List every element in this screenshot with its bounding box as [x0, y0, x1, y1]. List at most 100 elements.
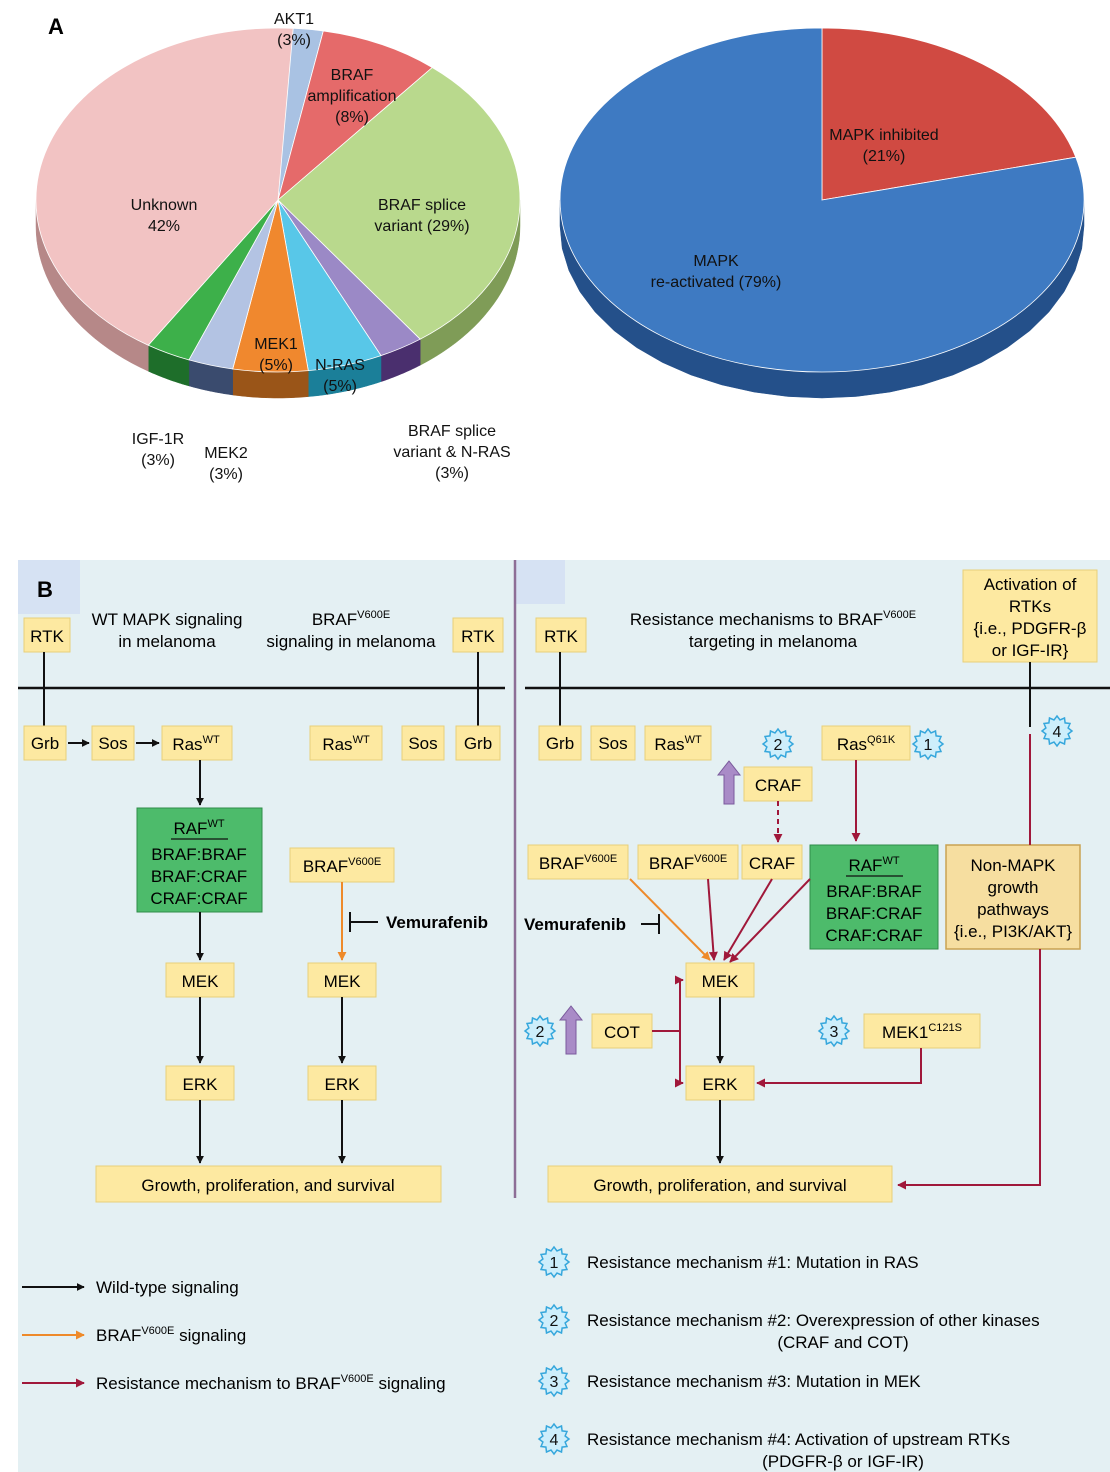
- legend-mechanism-1-line1: Resistance mechanism #1: Mutation in RAS: [587, 1253, 919, 1272]
- title-resistance-line1: Resistance mechanisms to BRAFV600E: [630, 609, 916, 629]
- ras-label-wt: RasWT: [172, 734, 220, 754]
- mek1-c121s-box: [863, 1013, 981, 1049]
- erk-label-braf: ERK: [325, 1075, 361, 1094]
- non-mapk-line2: growth: [987, 878, 1038, 897]
- rtk-box-braf: [452, 617, 504, 653]
- growth-label-right: Growth, proliferation, and survival: [593, 1176, 846, 1195]
- raf-wt-box-left: [136, 807, 263, 913]
- cot-label: COT: [604, 1023, 640, 1042]
- legend-badge-1-icon: 1: [537, 1245, 571, 1279]
- sos-label-wt: Sos: [98, 734, 127, 753]
- svg-text:1: 1: [924, 737, 933, 754]
- legend-badge-2-icon: 2: [537, 1303, 571, 1337]
- arrow-non-mapk-growth: [897, 949, 1041, 1190]
- mek-label-wt: MEK: [182, 972, 220, 991]
- sos-box-braf: [401, 725, 445, 761]
- growth-box-left: [95, 1165, 442, 1203]
- pie-label-unknown: 42%: [148, 218, 180, 235]
- rtk-label-wt: RTK: [30, 627, 64, 646]
- arrow-cot-erk: [674, 1031, 684, 1088]
- panel-a-label: A: [48, 14, 64, 39]
- non-mapk-line1: Non-MAPK: [970, 856, 1056, 875]
- braf-v600e-box-1: [527, 844, 629, 880]
- pie-label-braf-splice-variant-n-ras: BRAF splice: [408, 423, 496, 440]
- erk-box-wt: [165, 1065, 235, 1101]
- pie-label-braf-splice-variant: BRAF splice: [378, 197, 466, 214]
- badge-2-icon: 2: [761, 727, 795, 761]
- raf-left-line1: BRAF:BRAF: [151, 845, 246, 864]
- sos-box-resistance: [590, 725, 636, 761]
- pie-slice-braf-amplification: [277, 30, 433, 202]
- title-resistance-line2: targeting in melanoma: [689, 632, 858, 651]
- mek-label-braf: MEK: [324, 972, 362, 991]
- arrow-raf-mek-right: [729, 878, 811, 963]
- ras-q61k-label: RasQ61K: [837, 734, 896, 754]
- arrow-mek1-erk: [756, 1048, 922, 1088]
- craf-label-row: CRAF: [749, 854, 795, 873]
- pie-label-mapk-inhibited: MAPK inhibited: [829, 127, 938, 144]
- growth-label-left: Growth, proliferation, and survival: [141, 1176, 394, 1195]
- arrow-braf1-mek: [629, 878, 711, 961]
- pie-label-braf-amplification: (8%): [335, 109, 369, 126]
- legend-mechanisms: 1 Resistance mechanism #1: Mutation in RA…: [537, 1245, 1040, 1471]
- grb-label-braf: Grb: [464, 734, 492, 753]
- legend-label-3: Resistance mechanism to BRAFV600E signal…: [96, 1373, 446, 1393]
- braf-v600e-box-left: [289, 847, 395, 883]
- ras-label-braf: RasWT: [322, 734, 370, 754]
- craf-overexpressed-box: [743, 766, 813, 802]
- activation-line3: {i.e., PDGFR-β: [974, 619, 1087, 638]
- non-mapk-line3: pathways: [977, 900, 1049, 919]
- arrow-craf-mek: [723, 878, 773, 961]
- pie-label-braf-splice-variant: variant (29%): [374, 218, 469, 235]
- svg-text:2: 2: [536, 1024, 545, 1041]
- arrow-cot-mek: [652, 975, 684, 1032]
- non-mapk-box: [945, 844, 1081, 950]
- erk-box-resistance: [685, 1065, 755, 1101]
- sos-box-wt: [91, 725, 135, 761]
- badge-4-icon: 4: [1040, 714, 1074, 748]
- raf-wt-title-right: RAFWT: [848, 855, 899, 875]
- ras-label-resistance: RasWT: [654, 734, 702, 754]
- ras-box-wt: [161, 725, 233, 761]
- rtk-label-resistance: RTK: [544, 627, 578, 646]
- legend-badge-3-icon: 3: [537, 1364, 571, 1398]
- title-wt-line2: in melanoma: [118, 632, 216, 651]
- pie-label-akt1: AKT1: [274, 11, 314, 28]
- pie-label-mek1: (5%): [259, 357, 293, 374]
- svg-text:4: 4: [550, 1432, 559, 1449]
- legend-mechanism-3-line1: Resistance mechanism #3: Mutation in MEK: [587, 1372, 921, 1391]
- panel-b-label: B: [37, 577, 53, 602]
- raf-right-line1: BRAF:BRAF: [826, 882, 921, 901]
- title-braf-line2: signaling in melanoma: [266, 632, 436, 651]
- pie-label-n-ras: (5%): [323, 378, 357, 395]
- up-arrow-icon-cot: [558, 1005, 584, 1055]
- mek-box-wt: [165, 962, 235, 998]
- svg-text:2: 2: [550, 1313, 559, 1330]
- pie-label-mapk-inhibited: (21%): [863, 148, 906, 165]
- pie-label-igf-1r: (3%): [141, 452, 175, 469]
- pie-label-braf-amplification: amplification: [308, 88, 397, 105]
- grb-box-resistance: [538, 725, 582, 761]
- pie-label-braf-splice-variant-n-ras: variant & N-RAS: [393, 444, 510, 461]
- mek-box-resistance: [685, 962, 755, 998]
- craf-box-row: [741, 844, 803, 880]
- raf-left-line3: CRAF:CRAF: [150, 889, 247, 908]
- ras-q61k-box: [821, 725, 911, 761]
- mek1-c121s-label: MEK1C121S: [882, 1022, 962, 1042]
- arrow-braf2-mek: [707, 878, 718, 961]
- mek-label-resistance: MEK: [702, 972, 740, 991]
- erk-label-resistance: ERK: [703, 1075, 739, 1094]
- raf-wt-title-left: RAFWT: [173, 818, 224, 838]
- activation-line2: RTKs: [1009, 597, 1051, 616]
- raf-left-line2: BRAF:CRAF: [151, 867, 247, 886]
- pie-label-mek1: MEK1: [254, 336, 298, 353]
- pie-label-akt1: (3%): [277, 32, 311, 49]
- up-arrow-icon-craf: [716, 760, 742, 805]
- braf-v600e-label-left: BRAFV600E: [303, 856, 381, 876]
- grb-label-resistance: Grb: [546, 734, 574, 753]
- svg-text:4: 4: [1053, 724, 1062, 741]
